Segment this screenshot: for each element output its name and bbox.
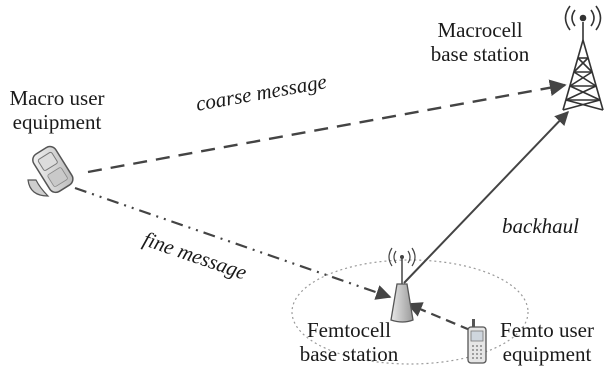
macrocell-label: Macrocell base station — [410, 18, 550, 66]
cell-tower-icon — [562, 5, 604, 111]
femto-ue-link-arrow — [406, 302, 471, 332]
fine-message-arrow — [74, 186, 392, 300]
flip-phone-icon — [27, 145, 74, 197]
macrocell-label-line2: base station — [430, 42, 530, 66]
femtocell-label: Femtocell base station — [290, 318, 408, 366]
macro-ue-label-line1: Macro user — [9, 86, 105, 110]
backhaul-arrow — [403, 110, 569, 284]
mobile-phone-icon — [467, 319, 487, 364]
macro-ue-label: Macro user equipment — [2, 86, 112, 134]
macrocell-label-line1: Macrocell — [437, 18, 523, 42]
femto-ue-label-line1: Femto user — [500, 318, 594, 342]
femto-ue-label-line2: equipment — [502, 342, 592, 366]
femtocell-label-line1: Femtocell — [307, 318, 391, 342]
femto-base-station-icon — [388, 247, 416, 323]
femtocell-label-line2: base station — [299, 342, 399, 366]
coarse-message-arrow — [87, 79, 567, 174]
femto-ue-label: Femto user equipment — [488, 318, 606, 366]
macro-ue-label-line2: equipment — [12, 110, 102, 134]
backhaul-label: backhaul — [502, 214, 579, 238]
